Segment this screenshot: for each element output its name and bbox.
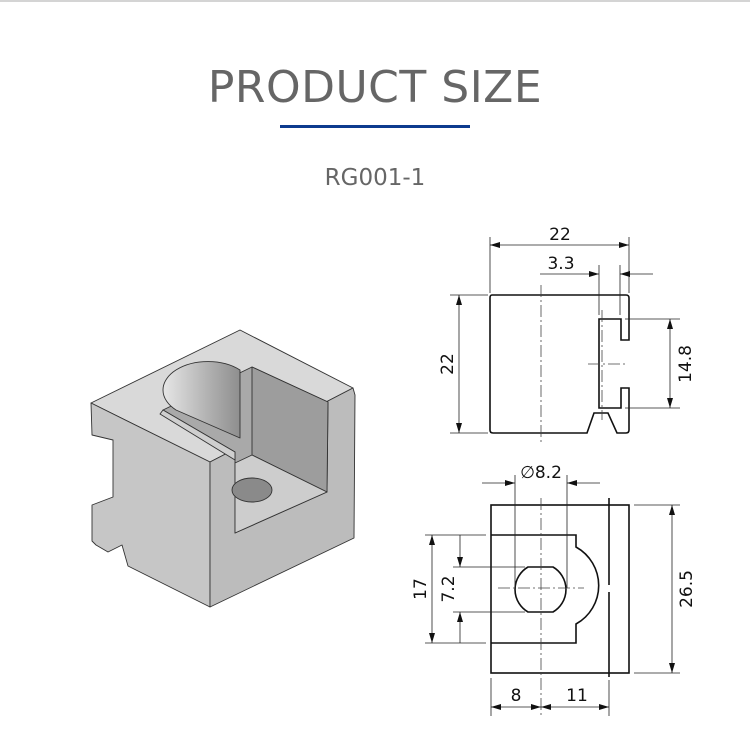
cutout-height-label: 17 [411,578,431,600]
title-underline [280,125,470,128]
side-view-drawing: 22 3.3 22 14.8 [438,225,696,442]
page-title: PRODUCT SIZE [207,62,543,113]
hole-flat-label: 7.2 [439,575,459,602]
top-view-drawing: ∅8.2 17 7.2 26.5 8 11 [411,463,697,716]
width-label: 22 [549,225,571,245]
side-outline [489,294,630,434]
height-label: 22 [438,353,458,375]
left-offset-label: 8 [511,686,522,706]
flat-hole [514,566,567,613]
slot-offset-label: 3.3 [547,254,574,274]
cylinder-bore [162,361,241,439]
floor-hole [231,477,273,503]
slot-height-label: 14.8 [676,345,696,383]
model-number: RG001-1 [324,165,426,191]
top-outline [490,504,630,674]
cutout-outline [491,534,600,644]
isometric-product-view [90,329,356,608]
depth-label: 26.5 [677,570,697,608]
top-slot-edge [159,409,236,461]
right-offset-label: 11 [566,686,588,706]
hole-diameter-label: ∅8.2 [520,463,562,483]
top-divider [0,0,750,2]
